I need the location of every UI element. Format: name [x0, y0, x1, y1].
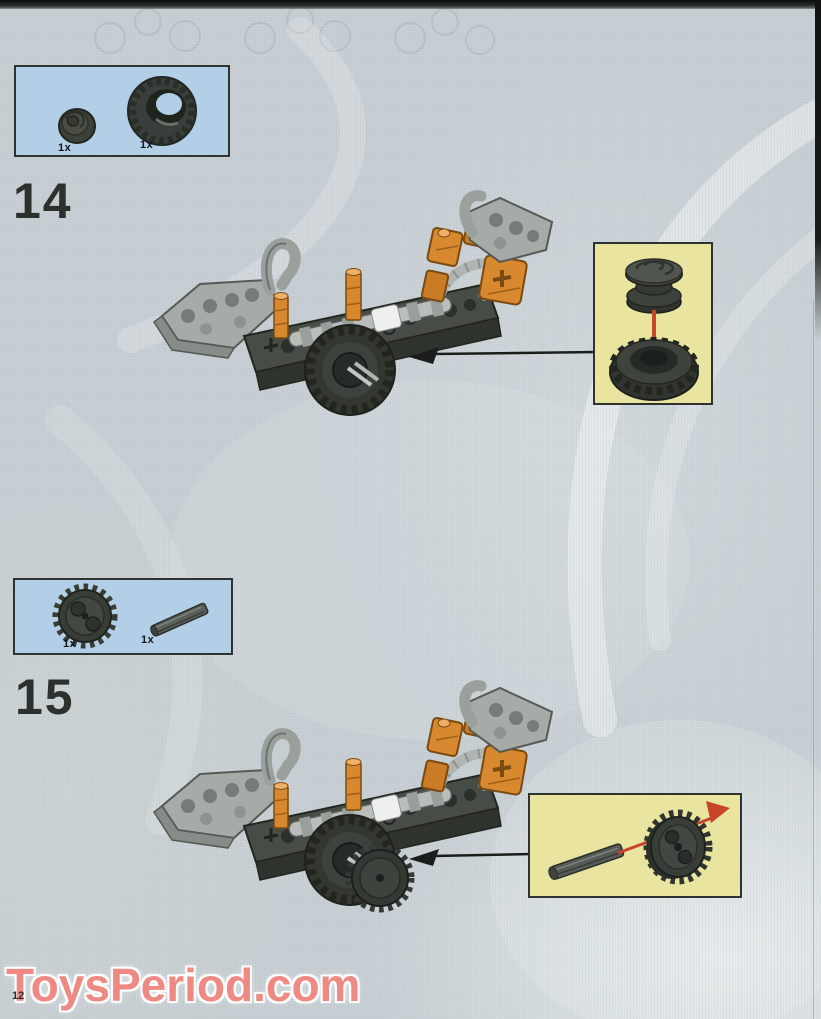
faint-stud-pattern — [94, 6, 495, 55]
qty-label-tire: 1x — [140, 139, 154, 151]
assembly-illustration-step-14 — [148, 188, 588, 428]
qty-label-axle: 1x — [141, 634, 155, 646]
axle-detail-icon — [548, 843, 625, 880]
callout-15-illustration — [548, 801, 730, 885]
parts-box-15-illustration — [52, 583, 209, 649]
page-number: 12 — [12, 990, 25, 1002]
step-number-15: 15 — [15, 669, 75, 725]
assembly-illustration-step-15 — [148, 678, 588, 913]
wheel-hub-detail-icon — [625, 258, 683, 314]
qty-label-wheel-hub: 1x — [58, 142, 72, 154]
page-edge-line — [813, 300, 814, 1019]
axle-part-icon — [150, 602, 209, 637]
parts-box-step-15: 1x 1x — [13, 578, 233, 655]
callout-14-illustration — [609, 258, 699, 401]
added-gear-and-axle — [345, 843, 415, 913]
scan-top-edge — [0, 0, 821, 9]
qty-label-gear: 1x — [63, 638, 77, 650]
parts-box-step-14: 1x 1x — [14, 65, 230, 157]
callout-arrow-step-14 — [409, 347, 597, 364]
watermark-text: ToysPeriod.com — [6, 959, 361, 1011]
scan-right-edge — [815, 0, 821, 340]
callout-box-step-15 — [528, 793, 742, 898]
callout-box-step-14 — [593, 242, 713, 405]
wheel-hub-part-icon — [58, 108, 96, 144]
gear-part-icon — [52, 583, 118, 649]
gear-detail-icon — [643, 809, 713, 885]
tire-part-icon — [127, 76, 197, 146]
parts-box-14-illustration — [58, 76, 197, 146]
callout-arrow-step-15 — [409, 849, 532, 866]
tire-detail-icon — [609, 337, 699, 401]
red-arrow-head — [706, 801, 730, 823]
step-number-14: 14 — [13, 173, 73, 229]
